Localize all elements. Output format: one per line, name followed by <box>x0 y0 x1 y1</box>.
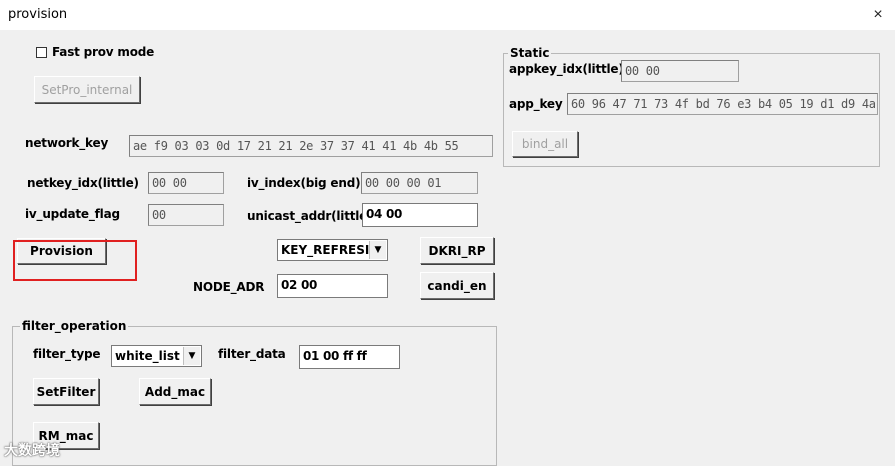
provision-highlight-box <box>13 240 137 281</box>
unicast-addr-field[interactable]: 04 00 <box>362 203 478 227</box>
app-key-label: app_key <box>509 97 563 111</box>
node-adr-label: NODE_ADR <box>193 280 265 294</box>
netkey-idx-field[interactable]: 00 00 <box>148 172 224 194</box>
network-key-field[interactable]: ae f9 03 03 0d 17 21 21 2e 37 37 41 41 4… <box>129 135 493 157</box>
iv-index-label: iv_index(big end) <box>247 176 361 190</box>
node-adr-field[interactable]: 02 00 <box>277 274 388 298</box>
app-key-field[interactable]: 60 96 47 71 73 4f bd 76 e3 b4 05 19 d1 d… <box>567 93 878 115</box>
fast-prov-label: Fast prov mode <box>52 45 155 59</box>
chevron-down-icon[interactable]: ▼ <box>369 241 386 259</box>
title-bar: provision × <box>0 0 895 30</box>
key-refresh-select[interactable]: KEY_REFRESI ▼ <box>277 239 388 261</box>
static-group-title: Static <box>508 46 552 60</box>
static-group <box>503 53 880 167</box>
close-icon[interactable]: × <box>873 6 883 23</box>
key-refresh-value: KEY_REFRESI <box>281 243 370 257</box>
dkri-rp-button[interactable]: DKRI_RP <box>420 237 494 264</box>
chevron-down-icon[interactable]: ▼ <box>183 347 200 365</box>
filter-data-field[interactable]: 01 00 ff ff <box>299 345 400 369</box>
filter-type-value: white_list <box>115 349 180 363</box>
iv-update-flag-field[interactable]: 00 <box>148 204 224 226</box>
fast-prov-checkbox[interactable] <box>36 47 47 58</box>
bind-all-button[interactable]: bind_all <box>512 131 578 157</box>
filter-operation-title: filter_operation <box>20 319 129 333</box>
setpro-internal-button[interactable]: SetPro_internal <box>34 76 140 103</box>
filter-type-label: filter_type <box>33 347 101 361</box>
appkey-idx-field[interactable]: 00 00 <box>621 60 739 82</box>
provision-button[interactable]: Provision <box>17 238 106 264</box>
network-key-label: network_key <box>25 136 109 150</box>
netkey-idx-label: netkey_idx(little) <box>27 176 139 190</box>
add-mac-button[interactable]: Add_mac <box>139 378 211 405</box>
unicast-addr-label: unicast_addr(little) <box>247 209 373 223</box>
set-filter-button[interactable]: SetFilter <box>33 378 99 405</box>
rm-mac-button[interactable]: RM_mac <box>33 422 99 449</box>
candi-en-button[interactable]: candi_en <box>420 272 494 299</box>
iv-update-flag-label: iv_update_flag <box>25 207 120 221</box>
filter-data-label: filter_data <box>218 347 286 361</box>
appkey-idx-label: appkey_idx(little) <box>509 62 624 76</box>
filter-type-select[interactable]: white_list ▼ <box>111 345 202 367</box>
iv-index-field[interactable]: 00 00 00 01 <box>361 172 478 194</box>
watermark-text: 大数跨境 <box>4 443 60 459</box>
window-title: provision <box>8 7 68 22</box>
